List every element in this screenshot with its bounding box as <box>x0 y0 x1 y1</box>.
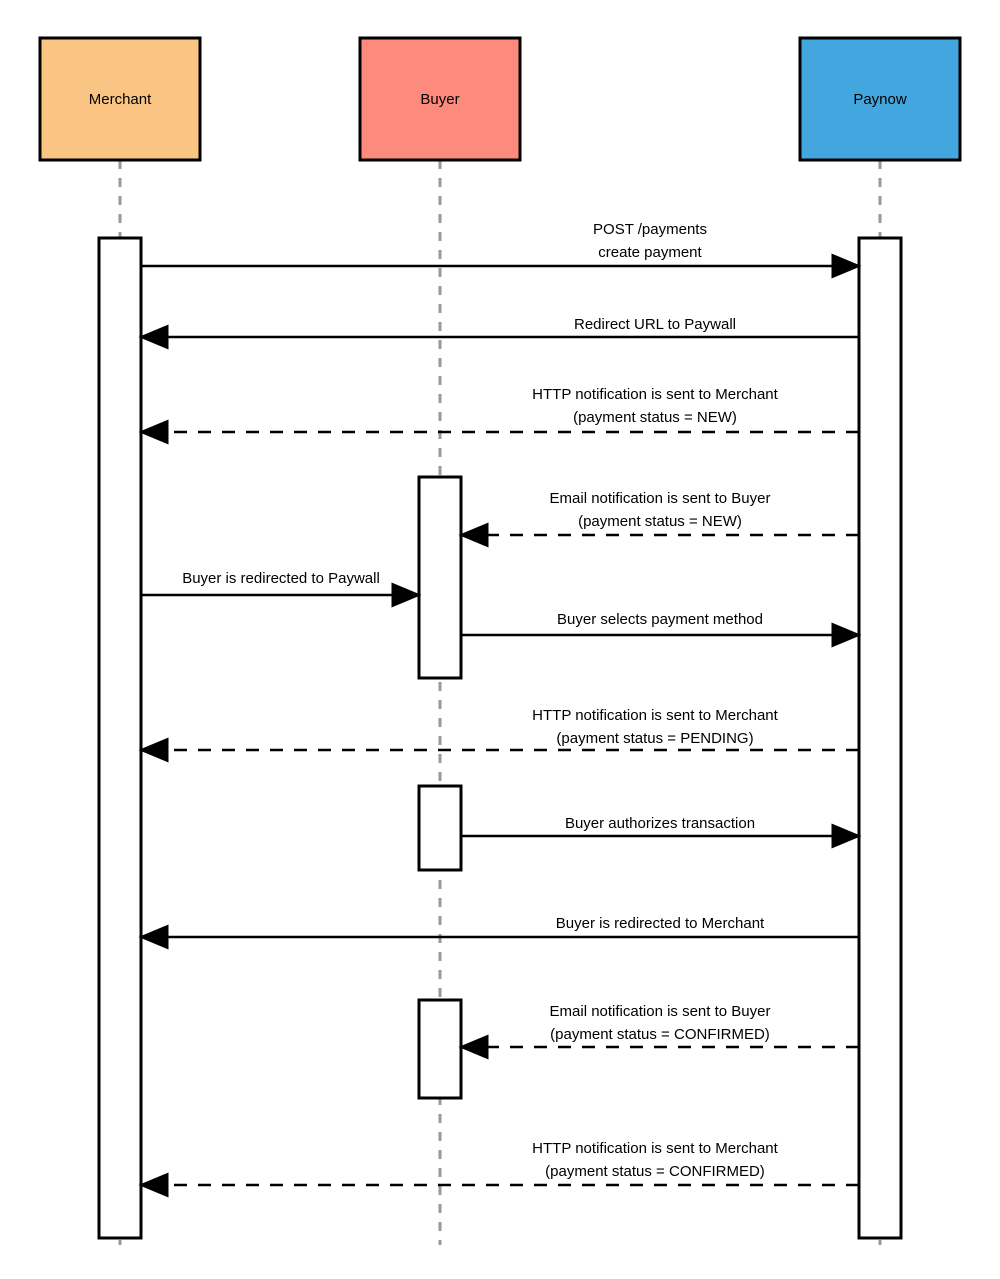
message-msg-email-confirmed: Email notification is sent to Buyer (paym… <box>458 1003 859 1060</box>
message-label-line: (payment status = PENDING) <box>556 730 753 747</box>
message-label-line: (payment status = CONFIRMED) <box>550 1026 770 1043</box>
message-label-line: (payment status = NEW) <box>573 409 737 426</box>
message-label-line: (payment status = CONFIRMED) <box>545 1163 765 1180</box>
message-msg-email-new: Email notification is sent to Buyer (paym… <box>458 490 859 548</box>
lifelines-layer <box>118 160 882 1245</box>
message-label-line: Buyer is redirected to Merchant <box>556 915 765 932</box>
message-label-line: Buyer is redirected to Paywall <box>182 570 380 587</box>
message-label-msg-buyer-redirect-merchant: Buyer is redirected to Merchant <box>556 915 765 932</box>
message-label-line: (payment status = NEW) <box>578 513 742 530</box>
activations-layer <box>97 236 903 1240</box>
message-msg-redirect-url: Redirect URL to Paywall <box>138 316 859 350</box>
message-msg-http-confirmed: HTTP notification is sent to Merchant (pa… <box>138 1140 859 1198</box>
message-label-msg-http-pending: HTTP notification is sent to Merchant (pa… <box>532 707 778 747</box>
message-label-line: create payment <box>598 244 702 261</box>
message-label-line: POST /payments <box>593 221 707 238</box>
message-label-line: HTTP notification is sent to Merchant <box>532 1140 778 1157</box>
actor-label-paynow: Paynow <box>853 91 907 108</box>
message-label-msg-email-confirmed: Email notification is sent to Buyer (paym… <box>550 1003 771 1043</box>
activation-bar-buyer-authorize <box>417 784 463 872</box>
message-label-line: Email notification is sent to Buyer <box>550 490 771 507</box>
message-msg-http-pending: HTTP notification is sent to Merchant (pa… <box>138 707 859 763</box>
actor-label-merchant: Merchant <box>89 91 152 108</box>
message-label-msg-post-payments: POST /payments create payment <box>593 221 707 261</box>
activation-bar-buyer-paywall <box>417 475 463 680</box>
message-label-line: HTTP notification is sent to Merchant <box>532 386 778 403</box>
message-label-msg-redirect-url: Redirect URL to Paywall <box>574 316 736 333</box>
message-label-msg-http-new: HTTP notification is sent to Merchant (pa… <box>532 386 778 426</box>
message-label-msg-email-new: Email notification is sent to Buyer (paym… <box>550 490 771 530</box>
message-label-msg-http-confirmed: HTTP notification is sent to Merchant (pa… <box>532 1140 778 1180</box>
activation-bar-buyer-email <box>417 998 463 1100</box>
actor-merchant[interactable]: Merchant <box>38 36 202 162</box>
message-label-line: Buyer authorizes transaction <box>565 815 755 832</box>
message-label-line: HTTP notification is sent to Merchant <box>532 707 778 724</box>
actor-buyer[interactable]: Buyer <box>358 36 522 162</box>
actor-paynow[interactable]: Paynow <box>798 36 962 162</box>
actor-box-merchant[interactable] <box>38 36 202 162</box>
message-label-msg-authorize: Buyer authorizes transaction <box>565 815 755 832</box>
actors-layer: Merchant Buyer Paynow <box>38 36 962 162</box>
message-msg-http-new: HTTP notification is sent to Merchant (pa… <box>138 386 859 445</box>
message-msg-buyer-redirect-paywall: Buyer is redirected to Paywall <box>141 570 422 608</box>
actor-box-paynow[interactable] <box>798 36 962 162</box>
message-label-line: Buyer selects payment method <box>557 611 763 628</box>
message-msg-post-payments: POST /payments create payment <box>141 221 862 279</box>
message-label-line: Email notification is sent to Buyer <box>550 1003 771 1020</box>
message-msg-authorize: Buyer authorizes transaction <box>461 815 862 849</box>
actor-box-buyer[interactable] <box>358 36 522 162</box>
activation-bar-paynow-main <box>857 236 903 1240</box>
message-label-line: Redirect URL to Paywall <box>574 316 736 333</box>
message-label-msg-select-method: Buyer selects payment method <box>557 611 763 628</box>
activation-bar-merchant-main <box>97 236 143 1240</box>
actor-label-buyer: Buyer <box>420 91 459 108</box>
message-msg-select-method: Buyer selects payment method <box>461 611 862 648</box>
message-label-msg-buyer-redirect-paywall: Buyer is redirected to Paywall <box>182 570 380 587</box>
message-msg-buyer-redirect-merchant: Buyer is redirected to Merchant <box>138 915 859 950</box>
